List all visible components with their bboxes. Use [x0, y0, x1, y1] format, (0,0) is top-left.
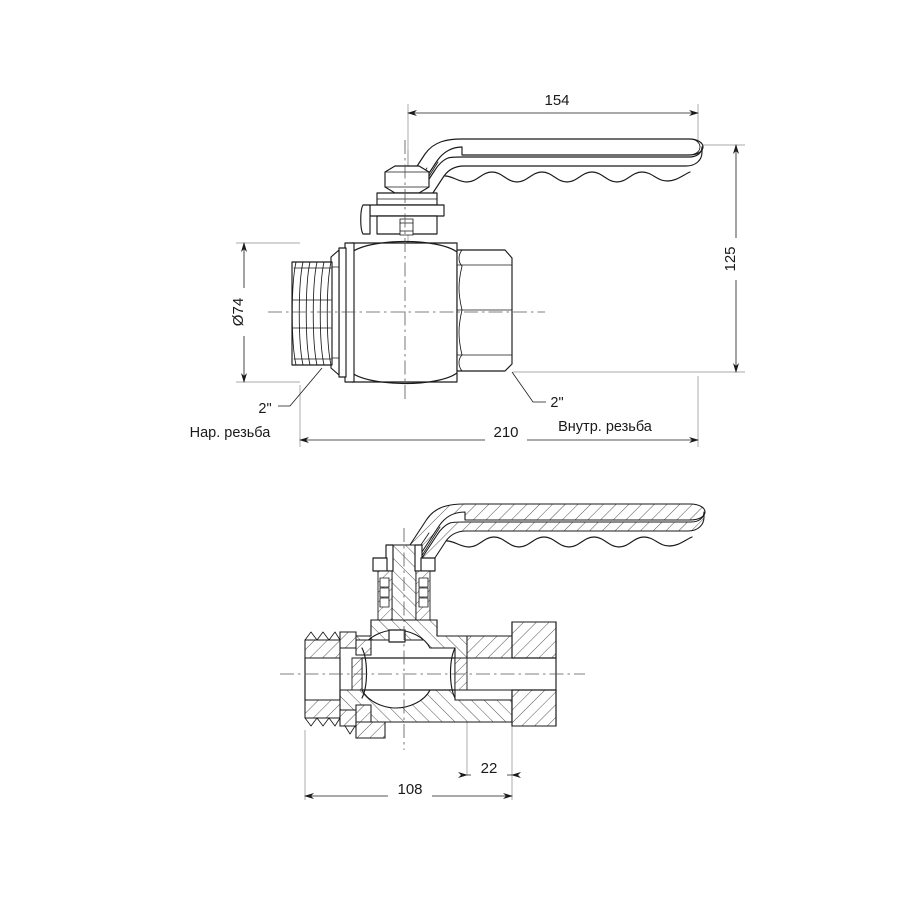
- dimension-handle-length-154: 154: [407, 92, 699, 116]
- dim-label-154: 154: [544, 92, 569, 109]
- bottom-view-valve-body-section: [304, 619, 557, 739]
- dim-label-210: 210: [493, 424, 518, 441]
- label-right-thread-size: 2": [550, 395, 563, 411]
- dim-label-diameter-74: Ø74: [230, 298, 247, 326]
- dimension-overall-length-210: 210: [299, 423, 699, 443]
- label-left-thread-note: Нар. резьба: [190, 425, 272, 441]
- top-view-valve-body: [291, 241, 513, 384]
- bottom-view-group: 22 108: [280, 503, 706, 800]
- annotation-male-thread: 2" Нар. резьба: [190, 367, 323, 441]
- label-left-thread-size: 2": [258, 401, 271, 417]
- label-right-thread-note: Внутр. резьба: [558, 419, 653, 435]
- dim-label-108: 108: [397, 781, 422, 798]
- top-view-stem-assembly: [360, 165, 445, 236]
- top-view-group: 154 125 Ø74 210: [190, 92, 745, 447]
- dimension-body-length-108: 108: [304, 780, 513, 799]
- top-view-male-thread: [291, 261, 332, 366]
- dim-label-125: 125: [722, 246, 739, 271]
- dimension-body-diameter-74: Ø74: [230, 242, 248, 383]
- bottom-view-lever-handle-section: [405, 503, 706, 571]
- dimension-socket-depth-22: 22: [458, 760, 521, 778]
- dimension-overall-height-125: 125: [722, 144, 740, 373]
- top-view-lever-handle: [403, 138, 704, 206]
- annotation-female-thread: 2" Внутр. резьба: [511, 371, 653, 435]
- dim-label-22: 22: [481, 760, 498, 777]
